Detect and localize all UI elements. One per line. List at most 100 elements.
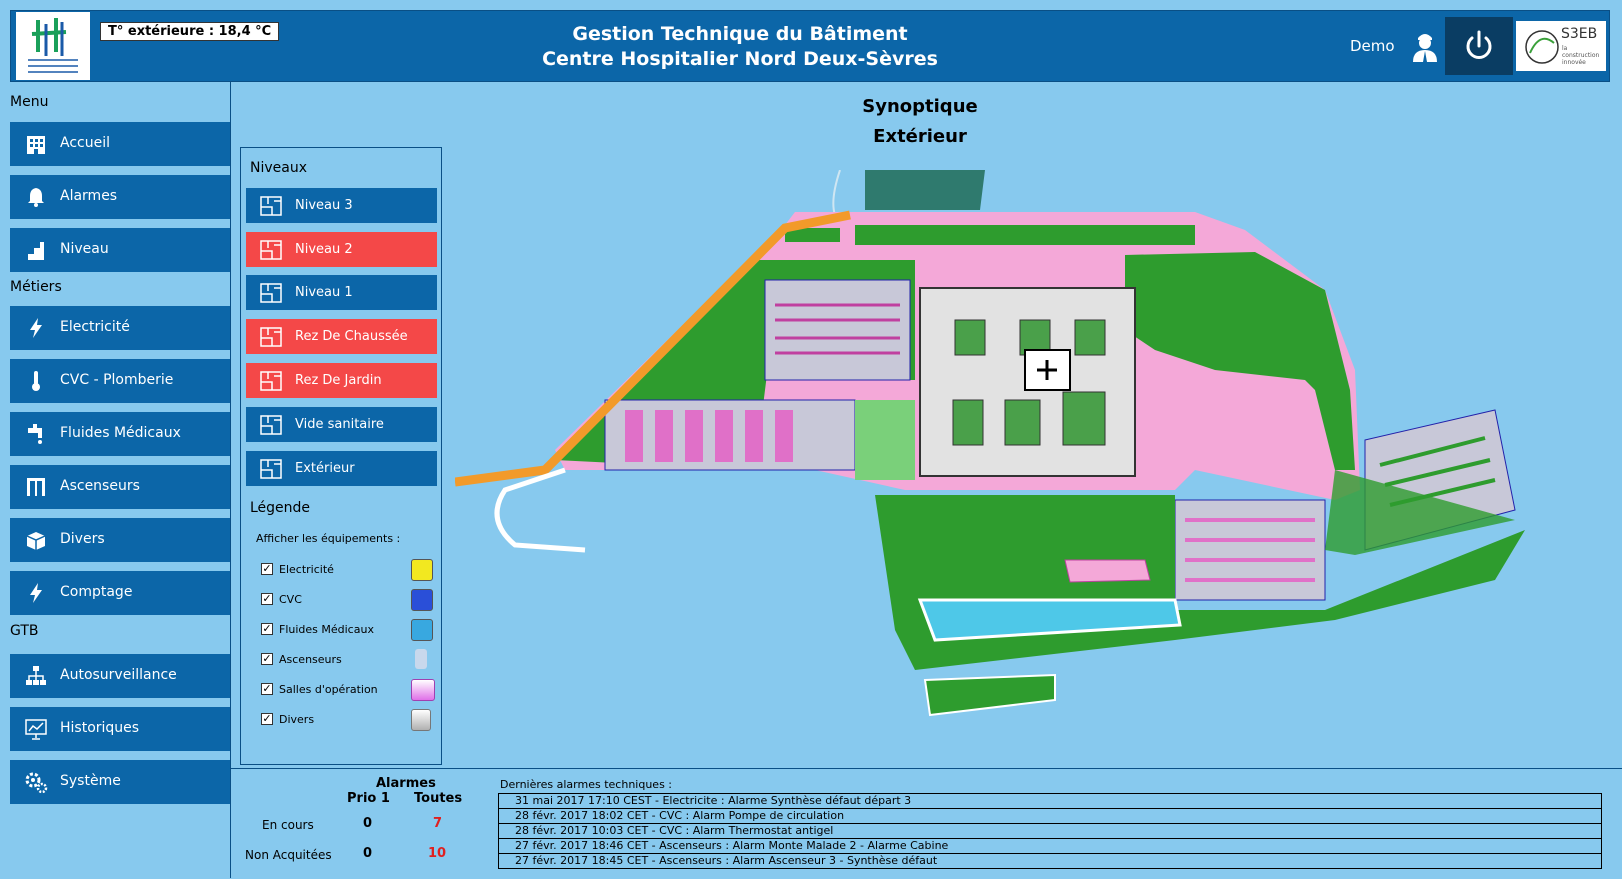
legend-divers[interactable]: ✓ Divers bbox=[261, 709, 431, 731]
alarm-row[interactable]: 27 févr. 2017 18:45 CET - Ascenseurs : A… bbox=[515, 854, 938, 867]
header-title-line1: Gestion Technique du Bâtiment bbox=[572, 23, 908, 45]
legend-label: Salles d'opération bbox=[279, 683, 378, 696]
legend-cvc[interactable]: ✓ CVC bbox=[261, 589, 433, 611]
access-road bbox=[455, 210, 851, 487]
level-label: Vide sanitaire bbox=[295, 417, 384, 432]
alarm-row[interactable]: 28 févr. 2017 10:03 CET - CVC : Alarm Th… bbox=[499, 824, 1601, 839]
elevator-icon bbox=[415, 649, 427, 669]
alarm-row[interactable]: 31 mai 2017 17:10 CEST - Electricite : A… bbox=[499, 794, 1601, 809]
alarms-row-nonacq-label: Non Acquitées bbox=[245, 848, 332, 862]
nav-accueil[interactable]: Accueil bbox=[10, 122, 230, 166]
alarms-nonacq-prio[interactable]: 0 bbox=[363, 846, 373, 861]
legend-ascenseurs[interactable]: ✓ Ascenseurs bbox=[261, 649, 431, 669]
checkbox-salles-operation[interactable]: ✓ bbox=[261, 682, 273, 695]
floorplan-icon bbox=[260, 240, 282, 260]
level-rez-de-chaussee[interactable]: Rez De Chaussée bbox=[246, 319, 437, 354]
level-niveau-3[interactable]: Niveau 3 bbox=[246, 188, 437, 223]
building-icon bbox=[27, 136, 45, 154]
legend-label: Divers bbox=[279, 713, 315, 726]
page-header-title: Gestion Technique du Bâtiment Centre Hos… bbox=[420, 22, 1060, 72]
floorplan-icon bbox=[260, 196, 282, 216]
nav-label: Divers bbox=[60, 531, 105, 547]
nav-electricite[interactable]: Electricité bbox=[10, 306, 230, 350]
nav-label: CVC - Plomberie bbox=[60, 372, 174, 388]
alarm-row[interactable]: 27 févr. 2017 18:46 CET - Ascenseurs : A… bbox=[499, 839, 1601, 854]
misc-swatch bbox=[411, 709, 431, 731]
nav-label: Historiques bbox=[60, 720, 140, 736]
level-rez-de-jardin[interactable]: Rez De Jardin bbox=[246, 363, 437, 398]
niveaux-panel: Niveaux Niveau 3 Niveau 2 Niveau 1 Rez D… bbox=[240, 147, 442, 765]
nav-label: Ascenseurs bbox=[60, 478, 140, 494]
level-vide-sanitaire[interactable]: Vide sanitaire bbox=[246, 407, 437, 442]
hospital-logo bbox=[16, 12, 90, 80]
checkbox-divers[interactable]: ✓ bbox=[261, 712, 273, 725]
floorplan-icon bbox=[260, 415, 282, 435]
bottom-panel bbox=[230, 768, 1622, 879]
checkbox-fluides-medicaux[interactable]: ✓ bbox=[261, 622, 273, 635]
legend-electricite[interactable]: ✓ Electricité bbox=[261, 559, 433, 581]
outdoor-temperature: T° extérieure : 18,4 °C bbox=[100, 22, 280, 41]
nav-label: Electricité bbox=[60, 319, 130, 335]
legend-fluides-medicaux[interactable]: ✓ Fluides Médicaux bbox=[261, 619, 433, 641]
checkbox-electricite[interactable]: ✓ bbox=[261, 562, 273, 575]
alarm-row[interactable]: 28 févr. 2017 18:02 CET - CVC : Alarm Po… bbox=[499, 809, 1601, 824]
header-title-line2: Centre Hospitalier Nord Deux-Sèvres bbox=[542, 48, 938, 70]
level-label: Niveau 1 bbox=[295, 285, 353, 300]
nav-comptage[interactable]: Comptage bbox=[10, 571, 230, 615]
legende-label: Légende bbox=[250, 500, 311, 516]
nav-label: Système bbox=[60, 773, 121, 789]
alarms-summary-title: Alarmes bbox=[376, 776, 436, 791]
alarms-encours-prio[interactable]: 0 bbox=[363, 816, 373, 831]
nav-label: Niveau bbox=[60, 241, 109, 257]
nav-divers[interactable]: Divers bbox=[10, 518, 230, 562]
level-label: Niveau 2 bbox=[295, 242, 353, 257]
chart-board-icon bbox=[25, 719, 47, 740]
legend-label: CVC bbox=[279, 593, 302, 606]
legend-salles-operation[interactable]: ✓ Salles d'opération bbox=[261, 679, 435, 701]
gears-icon bbox=[25, 772, 48, 794]
checkbox-ascenseurs[interactable]: ✓ bbox=[261, 652, 273, 665]
nav-label: Autosurveillance bbox=[60, 667, 177, 683]
nav-historiques[interactable]: Historiques bbox=[10, 707, 230, 751]
level-niveau-1[interactable]: Niveau 1 bbox=[246, 275, 437, 310]
level-label: Niveau 3 bbox=[295, 198, 353, 213]
s3eb-logo: S3EB la construction innovée bbox=[1516, 21, 1606, 71]
level-exterieur[interactable]: Extérieur bbox=[246, 451, 437, 486]
power-button[interactable] bbox=[1445, 17, 1513, 75]
s3eb-tagline: la construction innovée bbox=[1562, 45, 1600, 66]
level-label: Rez De Jardin bbox=[295, 373, 382, 388]
pond-top bbox=[865, 170, 985, 210]
floorplan-icon bbox=[260, 283, 282, 303]
lightning-icon bbox=[411, 559, 433, 581]
lightning-icon bbox=[30, 318, 42, 338]
operating-room-swatch bbox=[411, 679, 435, 701]
faucet-icon bbox=[28, 424, 42, 444]
nav-autosurveillance[interactable]: Autosurveillance bbox=[10, 654, 230, 698]
alarms-encours-all[interactable]: 7 bbox=[433, 816, 443, 831]
nav-systeme[interactable]: Système bbox=[10, 760, 230, 804]
legend-label: Ascenseurs bbox=[279, 653, 342, 666]
sidebar: Menu Accueil Alarmes Niveau Métiers Elec… bbox=[0, 82, 231, 878]
nav-label: Fluides Médicaux bbox=[60, 425, 181, 441]
alarms-nonacq-all[interactable]: 10 bbox=[428, 846, 447, 861]
site-map[interactable] bbox=[455, 170, 1585, 745]
nav-fluides-medicaux[interactable]: Fluides Médicaux bbox=[10, 412, 230, 456]
nav-alarmes[interactable]: Alarmes bbox=[10, 175, 230, 219]
synoptique-title: Synoptique bbox=[862, 96, 978, 117]
legende-show-label: Afficher les équipements : bbox=[256, 532, 401, 545]
nav-ascenseurs[interactable]: Ascenseurs bbox=[10, 465, 230, 509]
nav-cvc-plomberie[interactable]: CVC - Plomberie bbox=[10, 359, 230, 403]
network-icon bbox=[26, 666, 46, 685]
bell-icon bbox=[28, 188, 44, 207]
niveaux-label: Niveaux bbox=[250, 160, 307, 176]
floorplan-icon bbox=[260, 327, 282, 347]
thermometer-icon bbox=[32, 371, 40, 391]
elevator-icon bbox=[27, 478, 45, 496]
checkbox-cvc[interactable]: ✓ bbox=[261, 592, 273, 605]
floorplan-icon bbox=[260, 459, 282, 479]
level-niveau-2[interactable]: Niveau 2 bbox=[246, 232, 437, 267]
user-icon[interactable] bbox=[1410, 28, 1440, 64]
nav-niveau[interactable]: Niveau bbox=[10, 228, 230, 272]
gtb-section-label: GTB bbox=[10, 623, 39, 639]
s3eb-text: S3EB bbox=[1561, 26, 1598, 42]
